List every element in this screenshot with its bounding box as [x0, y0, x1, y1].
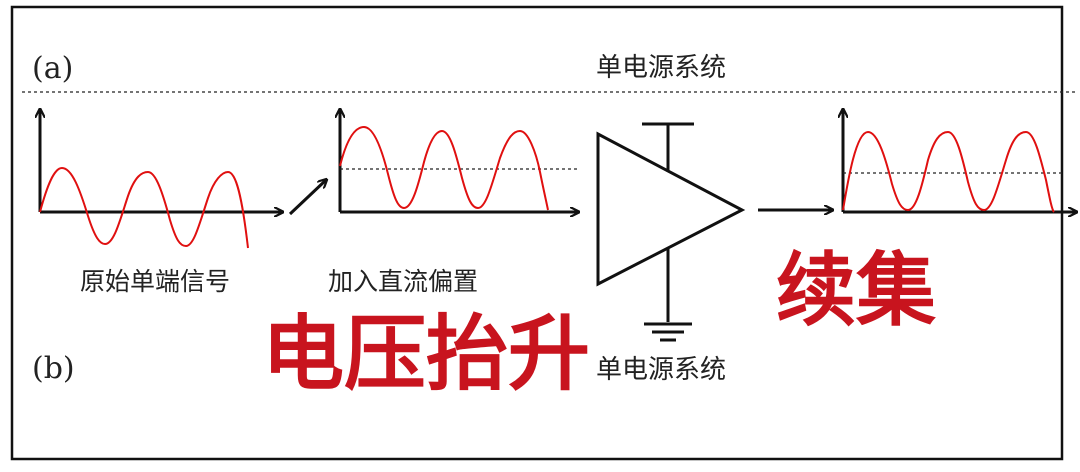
part-b-label: (b) — [32, 351, 75, 386]
amplifier-triangle-icon — [596, 122, 746, 322]
plot-dc-bias — [340, 110, 578, 212]
waveform-biased — [339, 125, 549, 211]
single-supply-label-bottom: 单电源系统 — [596, 355, 726, 385]
waveform-output — [842, 130, 1055, 213]
voltage-lift-title: 电压抬升 — [262, 307, 590, 402]
part-a-label: (a) — [32, 51, 73, 86]
single-supply-label-top: 单电源系统 — [596, 53, 726, 83]
arrow-icon — [288, 180, 326, 216]
continued-title: 续集 — [776, 244, 936, 337]
original-signal-label: 原始单端信号 — [80, 267, 230, 296]
plot-original-signal — [39, 110, 282, 249]
waveform-original — [39, 166, 249, 249]
ground-symbol-icon — [644, 322, 692, 342]
plot-output-signal — [843, 110, 1076, 212]
frame-border — [10, 5, 1064, 461]
dc-bias-label: 加入直流偏置 — [328, 267, 478, 296]
